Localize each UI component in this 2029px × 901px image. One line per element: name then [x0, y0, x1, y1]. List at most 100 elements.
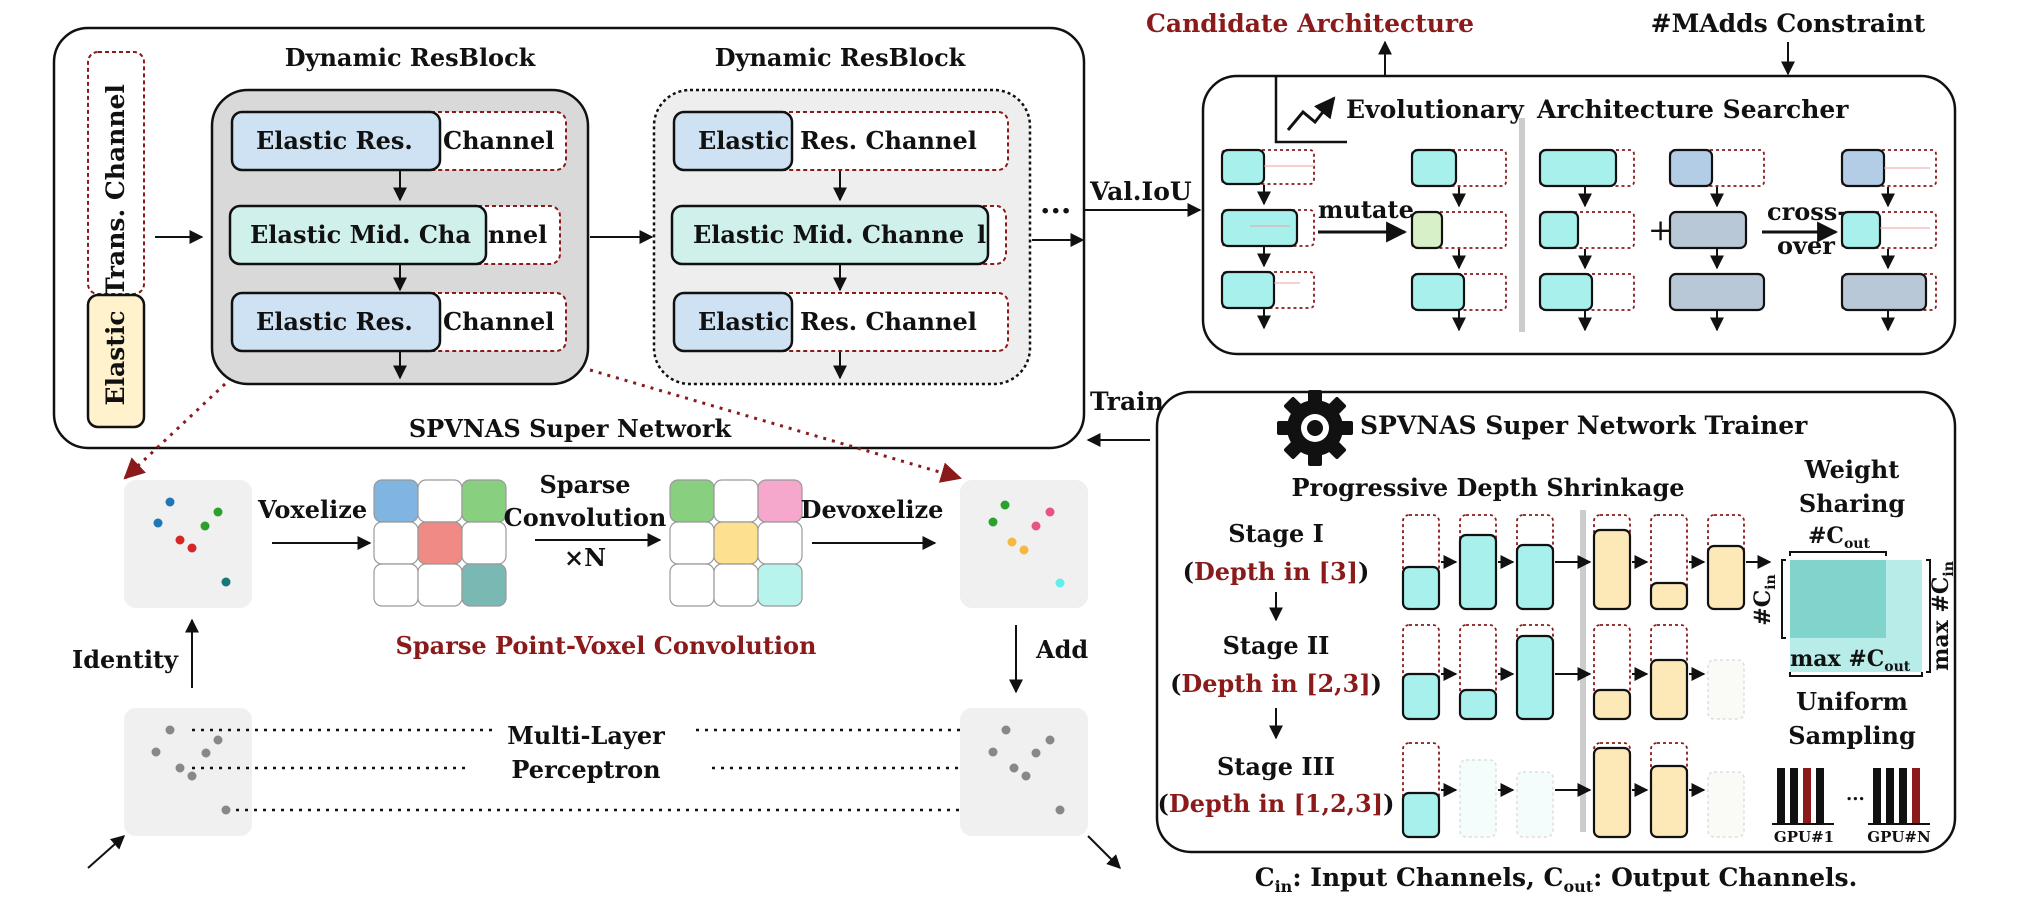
madds-constraint-label: #MAdds Constraint	[1651, 9, 1926, 38]
output-points-panel	[960, 480, 1088, 608]
stage-1-blocks	[1401, 514, 1772, 611]
candidate-architecture-label: Candidate Architecture	[1146, 9, 1474, 38]
crossover-label-2: over	[1777, 231, 1835, 260]
resblock-2-row3-right: Res. Channel	[800, 307, 977, 336]
identity-label: Identity	[72, 645, 179, 674]
caption-cout-sub: out	[1563, 877, 1593, 896]
dynamic-resblock-2: Dynamic ResBlock Elastic Res. Channel El…	[652, 43, 1032, 386]
max-cin-label: max #Cin	[1928, 561, 1957, 671]
trend-chart-icon	[1274, 76, 1347, 144]
super-network-title: SPVNAS Super Network	[409, 414, 733, 443]
trainer-title: SPVNAS Super Network Trainer	[1360, 411, 1808, 440]
resblock-2-row1-right: Res. Channel	[800, 126, 977, 155]
gpu-n-bars	[1868, 768, 1930, 825]
cout-symbol: #C	[1808, 523, 1844, 549]
caption: Cin: Input Channels, Cout: Output Channe…	[1255, 863, 1858, 896]
caption-cout-desc: : Output Channels.	[1593, 863, 1857, 892]
train-label: Train	[1090, 387, 1164, 416]
stage-3-depth: (Depth in [1,2,3])	[1158, 789, 1395, 818]
weight-sharing-label-1: Weight	[1804, 455, 1900, 484]
gpu-1-label: GPU#1	[1774, 828, 1834, 846]
sparse-conv-label-2: Convolution	[504, 503, 667, 532]
cin-subscript: in	[1763, 574, 1779, 590]
searcher-mutated-arch	[1410, 148, 1507, 332]
gear-icon	[1277, 390, 1353, 466]
trans-channel-elastic-label: Elastic	[101, 310, 130, 405]
resblock-2-row2-left: Elastic Mid. Channe	[693, 220, 964, 249]
caption-cin-desc: : Input Channels,	[1292, 863, 1543, 892]
voxel-grid-2	[669, 479, 803, 607]
max-cin-symbol: #C	[1928, 577, 1954, 613]
trans-channel: Trans. Channel Elastic	[86, 51, 146, 429]
trans-channel-label: Trans. Channel	[101, 84, 130, 296]
searcher-parent-a	[1538, 148, 1635, 332]
voxelize-label: Voxelize	[257, 495, 367, 524]
searcher-parent-arch	[1220, 148, 1315, 330]
resblock-2-row1-left: Elastic	[698, 126, 789, 155]
stage-2-name: Stage II	[1223, 631, 1330, 660]
max-cin-subscript: in	[1941, 561, 1957, 577]
stage-1-depth: (Depth in [3])	[1183, 557, 1370, 586]
searcher-parent-b	[1668, 148, 1766, 332]
super-network-dots: ...	[1040, 186, 1071, 221]
resblock-1-row2-right: nnel	[488, 220, 547, 249]
mlp-label-1: Multi-Layer	[507, 721, 665, 750]
weight-sharing-label-2: Sharing	[1799, 489, 1906, 518]
pds-title: Progressive Depth Shrinkage	[1291, 473, 1684, 502]
resblock-1-row1-right: Channel	[443, 126, 554, 155]
resblock-2-row3-left: Elastic	[698, 307, 789, 336]
max-cin-max: max	[1928, 619, 1954, 671]
stage-1-depth-value: Depth in [3]	[1194, 557, 1358, 586]
resblock-1-row3-right: Channel	[443, 307, 554, 336]
val-iou-label: Val.IoU	[1089, 177, 1192, 206]
max-cout-subscript: out	[1884, 659, 1911, 675]
resblock-2-title: Dynamic ResBlock	[715, 43, 967, 72]
max-cout-symbol: #C	[1848, 646, 1884, 672]
max-cout-label: max #Cout	[1790, 646, 1911, 675]
architecture-searcher-label: Architecture Searcher	[1536, 95, 1849, 124]
weight-matrix-icon	[1781, 551, 1931, 677]
sparse-conv-label-3: ×N	[564, 543, 606, 572]
crossover-label-1: cross-	[1767, 197, 1847, 226]
mutate-label: mutate	[1318, 195, 1414, 224]
cout-label: #Cout	[1808, 523, 1870, 552]
stage-2-depth-value: Depth in [2,3]	[1181, 669, 1370, 698]
cout-subscript: out	[1844, 536, 1871, 552]
pvconv-section: Voxelize Sparse Convolution ×N	[72, 470, 1121, 869]
gpu-dots: ...	[1846, 784, 1865, 805]
stage-2-blocks	[1401, 624, 1745, 721]
caption-cin-sub: in	[1275, 877, 1293, 896]
resblock-1-row3-left: Elastic Res.	[256, 307, 413, 336]
trainer-panel: SPVNAS Super Network Trainer Progressive…	[1155, 390, 1957, 854]
add-label: Add	[1035, 635, 1088, 664]
resblock-1-row1-left: Elastic Res.	[256, 126, 413, 155]
sparse-conv-label-1: Sparse	[539, 470, 630, 499]
cin-symbol: #C	[1750, 590, 1776, 626]
mlp-input-panel	[124, 708, 252, 836]
dynamic-resblock-1: Dynamic ResBlock Elastic Res. Channel El…	[210, 43, 590, 386]
searcher-panel: Candidate Architecture #MAdds Constraint…	[1146, 9, 1957, 356]
max-cout-max: max	[1790, 646, 1842, 672]
cin-label: #Cin	[1750, 574, 1779, 625]
gpu-1-bars	[1772, 768, 1834, 825]
stage-2-depth: (Depth in [2,3])	[1170, 669, 1382, 698]
mlp-label-2: Perceptron	[511, 755, 660, 784]
stage-1-name: Stage I	[1228, 519, 1324, 548]
resblock-1-row2-left: Elastic Mid. Cha	[250, 220, 471, 249]
pvconv-title: Sparse Point-Voxel Convolution	[396, 631, 817, 660]
stage-3-name: Stage III	[1217, 752, 1335, 781]
uniform-sampling-label-2: Sampling	[1788, 721, 1916, 750]
uniform-sampling-label-1: Uniform	[1796, 687, 1908, 716]
stage-3-depth-value: Depth in [1,2,3]	[1169, 789, 1383, 818]
caption-cout: C	[1544, 863, 1564, 892]
searcher-child-arch	[1840, 148, 1937, 332]
input-points-panel	[124, 480, 252, 608]
caption-cin: C	[1255, 863, 1275, 892]
super-network-panel: SPVNAS Super Network Trans. Channel Elas…	[52, 26, 1086, 450]
resblock-1-title: Dynamic ResBlock	[285, 43, 537, 72]
gpu-n-label: GPU#N	[1867, 828, 1931, 846]
stage-3-blocks	[1401, 742, 1745, 839]
resblock-2-row2-right: l	[977, 220, 986, 249]
evolutionary-label: Evolutionary	[1346, 95, 1525, 124]
